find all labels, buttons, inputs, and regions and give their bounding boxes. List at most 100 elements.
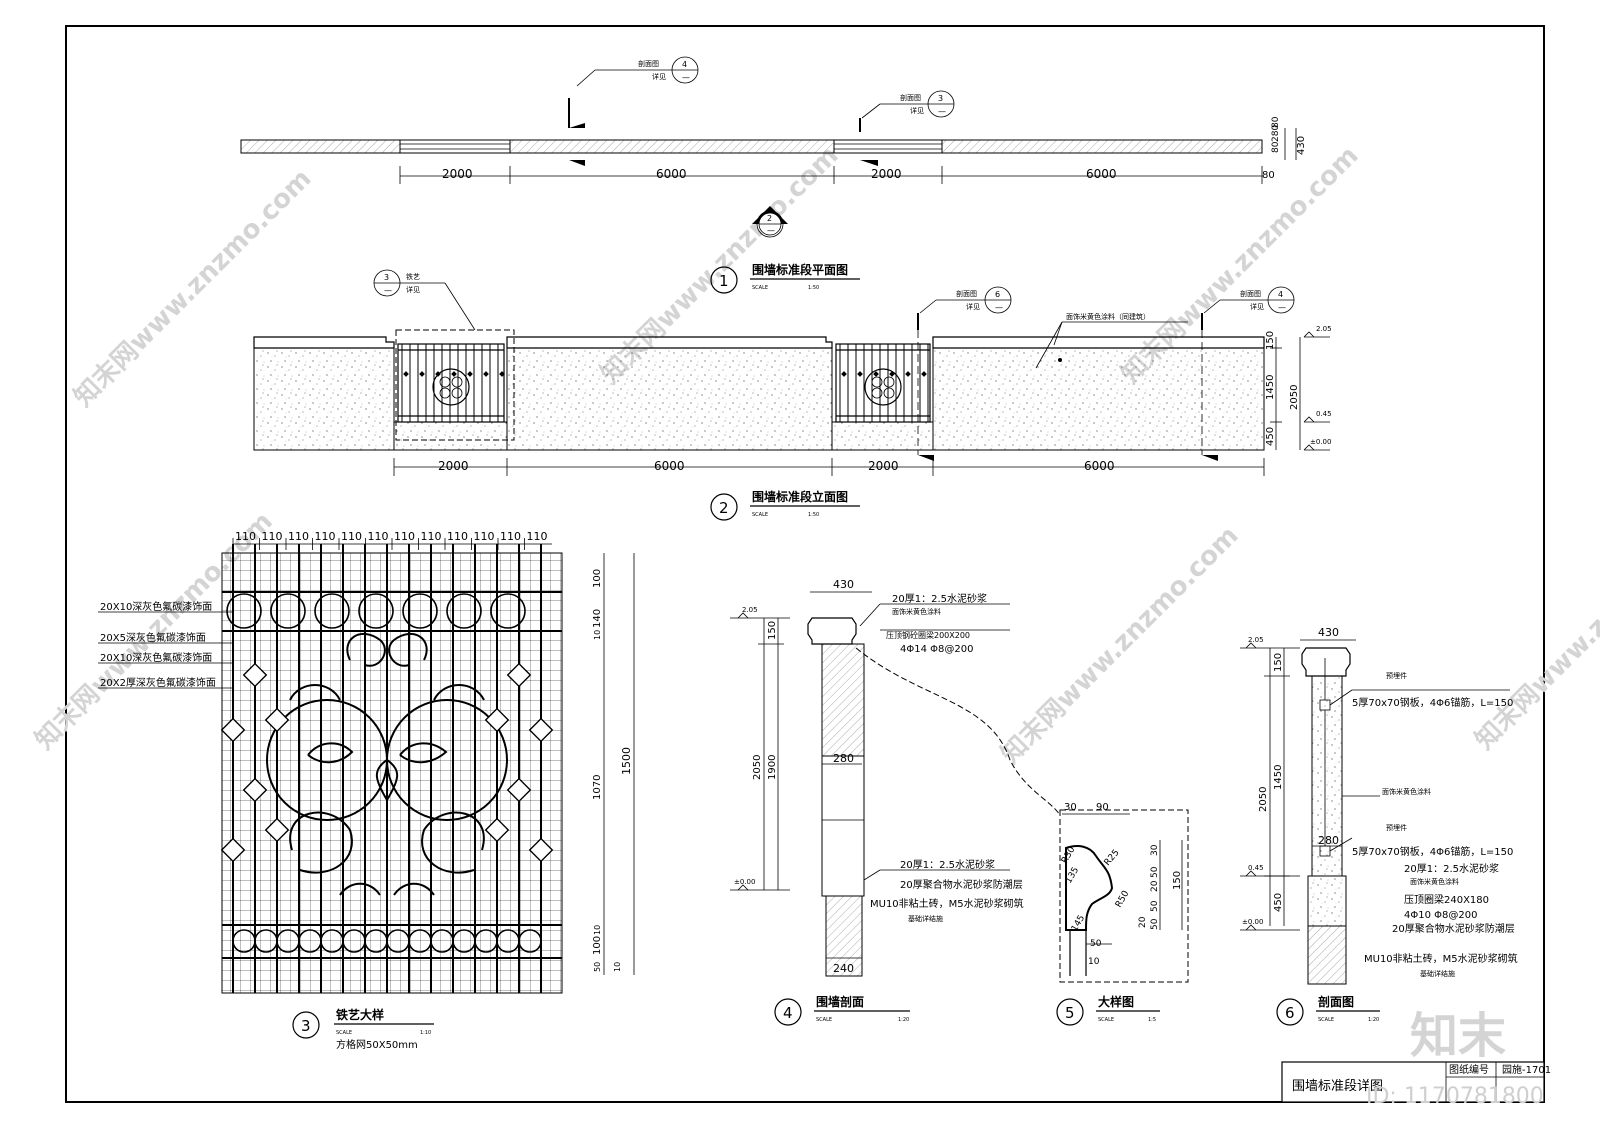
iron-index: 3 — [301, 1017, 311, 1035]
iron-diamond — [905, 371, 911, 377]
s6-note: 20厚聚合物水泥砂浆防潮层 — [1392, 922, 1515, 935]
s4-level: ±0.00 — [734, 878, 755, 886]
iron-diamond — [484, 707, 510, 733]
s6-vdim: 1450 — [1273, 765, 1284, 790]
d5-dim: 50 — [1150, 900, 1160, 912]
s6-level: 2.05 — [1248, 636, 1264, 644]
iron-rdim: 1070 — [592, 775, 603, 800]
s6-note: 20厚1：2.5水泥砂浆 — [1404, 862, 1499, 875]
s6-level: 0.45 — [1248, 864, 1264, 872]
s6-note: 基础详结施 — [1420, 969, 1455, 978]
plan-dim: 2000 — [871, 167, 902, 181]
elev-vdim: 150 — [1265, 331, 1276, 350]
iron-ring — [314, 593, 350, 629]
s6-scale: 1:20 — [1368, 1017, 1379, 1023]
iron-note: 20X5深灰色氟碳漆饰面 — [100, 631, 206, 644]
iron-diamond — [467, 371, 473, 377]
elev-index: 2 — [719, 499, 729, 517]
callout-text: 详见 — [966, 302, 980, 311]
iron-diamond — [528, 717, 554, 743]
callout-text: 详见 — [910, 106, 924, 115]
iron-rdim: 100 — [592, 936, 603, 955]
iron-ring — [358, 593, 394, 629]
elev-level: ±0.00 — [1310, 438, 1331, 446]
s4-dim-bottom: 240 — [833, 962, 854, 975]
iron-scale-label: SCALE — [336, 1030, 352, 1036]
plan-title: 围墙标准段平面图 — [752, 262, 848, 277]
plan-dim: 2000 — [442, 167, 473, 181]
watermark-id: ID: 1170781800 — [1366, 1084, 1544, 1109]
iron-top-dim: 110 — [394, 530, 415, 543]
iron-top-dim: 110 — [474, 530, 495, 543]
callout-num: 3 — [938, 94, 943, 103]
elev-vdim: 2050 — [1289, 385, 1300, 410]
s4-vdim: 150 — [767, 621, 778, 640]
s4-note: 20厚1：2.5水泥砂浆 — [892, 592, 987, 605]
s6-vdim: 450 — [1273, 893, 1284, 912]
iron-ring — [490, 593, 526, 629]
iron-diamond — [506, 777, 532, 803]
s4-dim-mid: 280 — [833, 752, 854, 765]
iron-rdim: 10 — [613, 962, 622, 972]
elev-vdim: 1450 — [1265, 375, 1276, 400]
d5-index: 5 — [1065, 1004, 1075, 1022]
d5-dim: 30 — [1064, 802, 1077, 813]
iron-ring — [446, 593, 482, 629]
s4-note: MU10非粘土砖，M5水泥砂浆砌筑 — [870, 897, 1024, 910]
s6-title: 剖面图 — [1318, 994, 1354, 1009]
watermark-logo: 知末 — [1410, 1008, 1506, 1064]
callout-text: 剖面图 — [1240, 289, 1261, 298]
watermark-text: 知末网www.znzmo.com — [1470, 507, 1600, 756]
plan-dim-right: 80 — [1271, 116, 1281, 128]
iron-top-dim: 110 — [500, 530, 521, 543]
iron-diamond — [841, 371, 847, 377]
iron-title: 铁艺大样 — [336, 1007, 384, 1022]
elev-dim: 6000 — [654, 459, 685, 473]
callout-sub: — — [384, 286, 392, 295]
callout-text: 详见 — [406, 285, 420, 294]
s4-note: 4Φ14 Φ8@200 — [900, 644, 973, 655]
s4-note: 基础详结施 — [908, 914, 943, 923]
s6-level: ±0.00 — [1242, 918, 1263, 926]
elev-paint-note: 面饰米黄色涂料（同建筑） — [1066, 312, 1150, 321]
iron-diamond — [506, 662, 532, 688]
s4-note: 面饰米黄色涂料 — [892, 607, 941, 616]
s4-note: 20厚聚合物水泥砂浆防潮层 — [900, 878, 1023, 891]
s6-vdim: 2050 — [1258, 787, 1269, 812]
callout-num: 3 — [384, 273, 389, 282]
elev-level: 0.45 — [1316, 410, 1332, 418]
iron-note: 20X10深灰色氟碳漆饰面 — [100, 651, 212, 664]
d5-dim: 30 — [1150, 844, 1160, 856]
s4-vdim: 2050 — [752, 755, 763, 780]
iron-diamond — [484, 817, 510, 843]
iron-top-dim: 110 — [315, 530, 336, 543]
iron-rdim: 50 — [593, 962, 602, 972]
plan-dim: 80 — [1262, 170, 1275, 181]
d5-dim: 50 — [1150, 918, 1160, 930]
s6-note: 面饰米黄色涂料 — [1382, 787, 1431, 796]
iron-rdim: 140 — [592, 609, 603, 628]
s4-index: 4 — [783, 1004, 793, 1022]
title-block: 围墙标准段详图 图纸编号 园施-1701 — [1281, 1061, 1551, 1103]
s4-title: 围墙剖面 — [816, 994, 864, 1009]
iron-top-dim: 110 — [368, 530, 389, 543]
callout-text: 剖面图 — [956, 289, 977, 298]
iron-top-dim: 110 — [527, 530, 548, 543]
watermark-text: 知末网www.znzmo.com — [995, 521, 1244, 770]
elev-dim: 2000 — [438, 459, 469, 473]
d5-dim: 20 — [1138, 916, 1148, 928]
iron-diamond — [220, 717, 246, 743]
iron-top-dim: 110 — [447, 530, 468, 543]
plan-dim-right: 80 — [1271, 141, 1281, 153]
iron-diamond — [264, 817, 290, 843]
iron-diamond — [403, 371, 409, 377]
s6-scale-label: SCALE — [1318, 1017, 1334, 1023]
iron-diamond — [483, 371, 489, 377]
d5-scale: 1:5 — [1148, 1017, 1156, 1023]
iron-diamond — [242, 777, 268, 803]
iron-ring — [270, 593, 306, 629]
plan-dim: 6000 — [1086, 167, 1117, 181]
iron-ring — [518, 929, 542, 953]
